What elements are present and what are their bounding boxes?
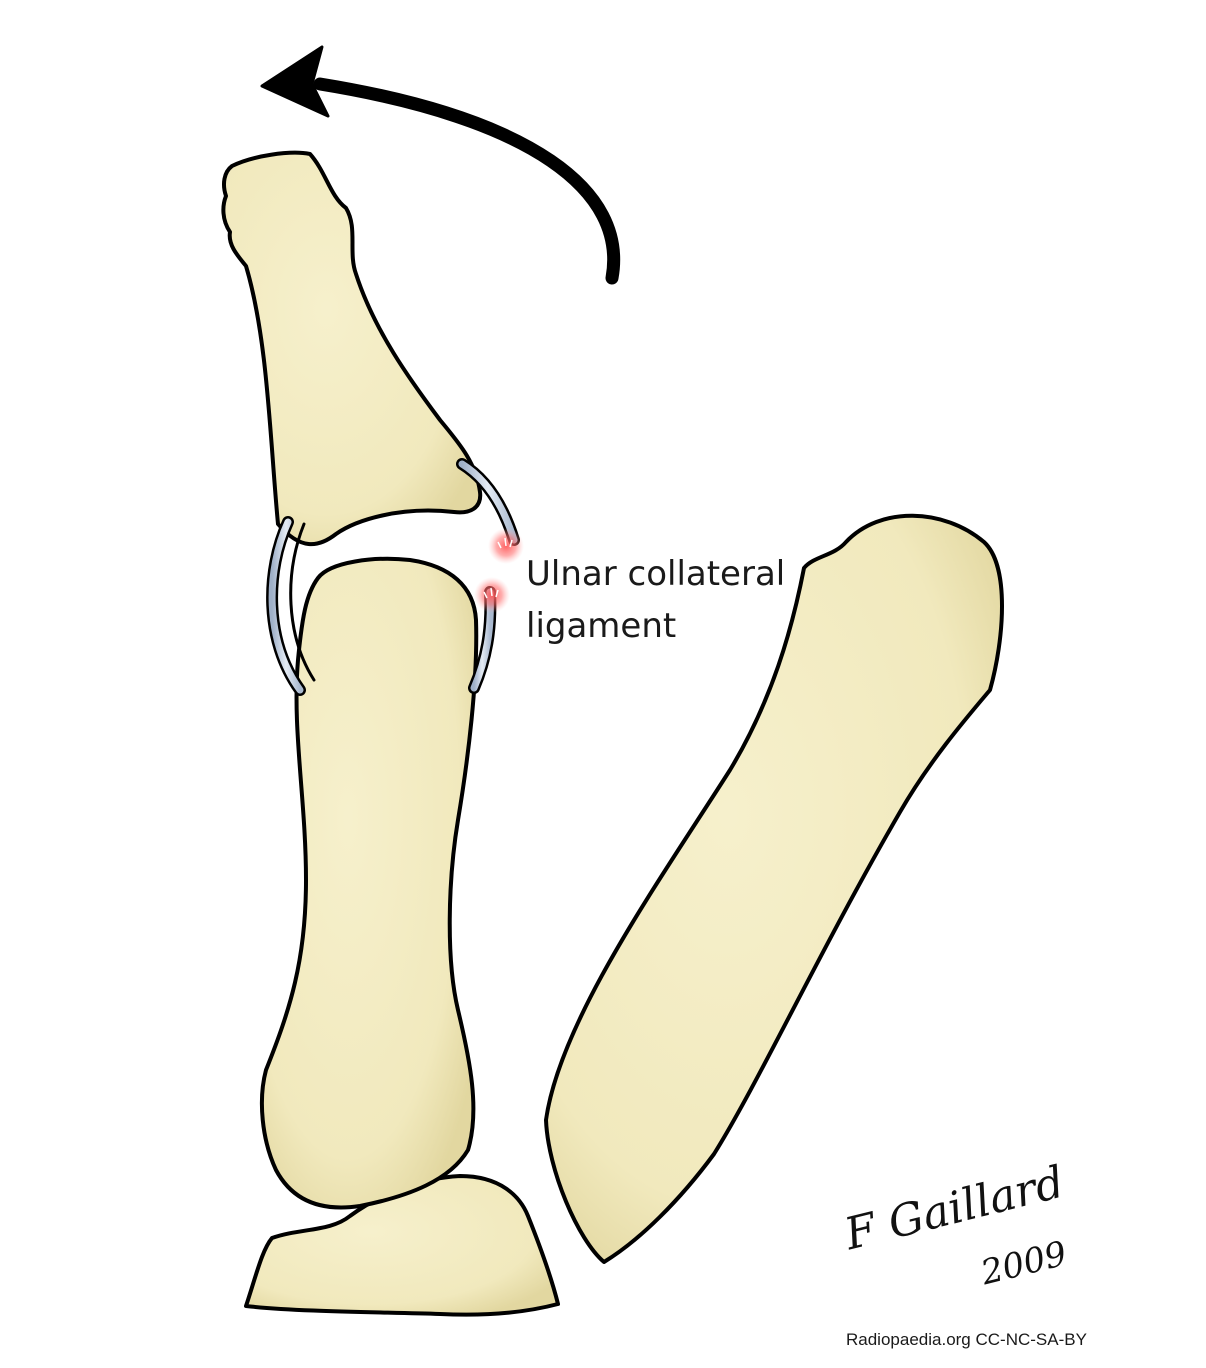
- license-credit: Radiopaedia.org CC-NC-SA-BY: [846, 1330, 1087, 1349]
- second-metacarpal-bone: [544, 513, 1004, 1264]
- ucl-label-line1: Ulnar collateral: [526, 554, 786, 594]
- radial-collateral-ligament: [266, 516, 316, 696]
- trapezium-bone: [244, 1174, 560, 1317]
- signature-year: 2009: [977, 1233, 1071, 1294]
- ucl-label-line2: ligament: [526, 606, 677, 646]
- artist-signature: F Gaillard 2009: [840, 1157, 1076, 1320]
- proximal-phalanx-bone: [221, 150, 483, 547]
- curved-arrow-icon: [260, 45, 621, 285]
- ligament-tear-upper: [488, 528, 524, 564]
- first-metacarpal-bone: [259, 556, 479, 1210]
- ucl-label: Ulnar collateral ligament: [526, 548, 785, 652]
- ligament-tear-lower: [474, 577, 510, 613]
